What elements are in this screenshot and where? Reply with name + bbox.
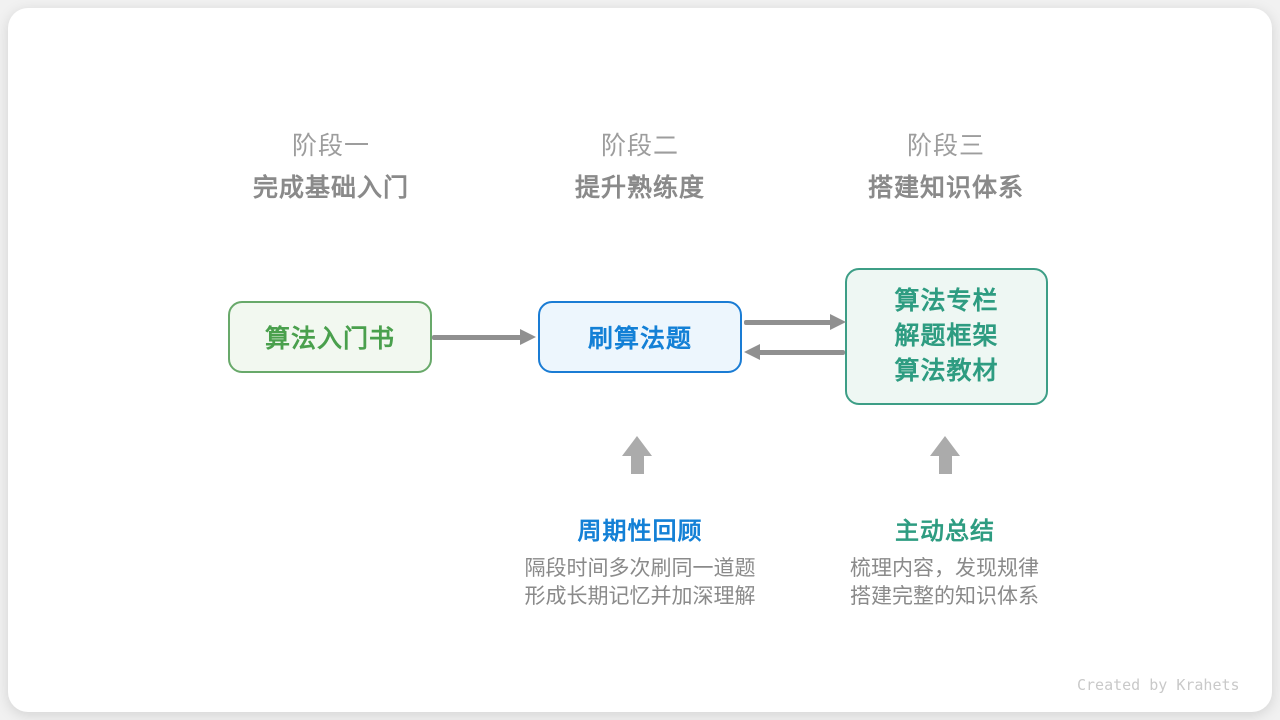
stage-1-subtitle: 完成基础入门 <box>252 174 409 202</box>
arrow-stage3-to-stage2-head <box>744 344 760 360</box>
annotation-periodic-review-title: 周期性回顾 <box>577 518 703 545</box>
stage-2-subtitle: 提升熟练度 <box>574 174 705 202</box>
stage-2-label: 阶段二 <box>600 132 679 160</box>
up-arrow-review-stem <box>630 456 644 474</box>
annotation-periodic-review-desc-line-2: 形成长期记忆并加深理解 <box>524 585 756 608</box>
up-arrow-summary-icon <box>930 436 960 456</box>
annotation-periodic-review-desc-line-1: 隔段时间多次刷同一道题 <box>524 557 756 580</box>
stage-1-label: 阶段一 <box>291 132 370 160</box>
node-intro-book: 算法入门书 <box>228 301 432 373</box>
diagram-card: 阶段一 完成基础入门 阶段二 提升熟练度 阶段三 搭建知识体系 算法入门书 刷算… <box>8 8 1272 712</box>
node-practice-problems-label: 刷算法题 <box>587 325 692 353</box>
arrow-stage1-to-stage2-shaft <box>432 334 522 340</box>
credit-text: Created by Krahets <box>1077 676 1240 694</box>
up-arrow-summary-stem <box>938 456 952 474</box>
annotation-summary-desc: 梳理内容，发现规律 搭建完整的知识体系 <box>850 555 1039 611</box>
node-resource-line-1: 算法专栏 <box>894 287 999 315</box>
arrow-stage2-to-stage3-shaft <box>744 319 832 325</box>
annotation-summary-desc-line-2: 搭建完整的知识体系 <box>850 585 1039 608</box>
node-practice-problems: 刷算法题 <box>538 301 742 373</box>
annotation-summary-title: 主动总结 <box>895 518 995 545</box>
node-resource-line-2: 解题框架 <box>894 322 999 350</box>
annotation-periodic-review-desc: 隔段时间多次刷同一道题 形成长期记忆并加深理解 <box>490 555 790 611</box>
arrow-stage2-to-stage3-head <box>830 314 846 330</box>
stage-3-label: 阶段三 <box>906 132 985 160</box>
up-arrow-review-icon <box>622 436 652 456</box>
node-resource-line-3: 算法教材 <box>894 357 999 385</box>
arrow-stage1-to-stage2-head <box>520 329 536 345</box>
annotation-summary-desc-line-1: 梳理内容，发现规律 <box>850 557 1039 580</box>
node-knowledge-resources: 算法专栏 解题框架 算法教材 <box>845 268 1048 405</box>
arrow-stage3-to-stage2-shaft <box>758 349 845 355</box>
stage-3-subtitle: 搭建知识体系 <box>867 174 1024 202</box>
node-intro-book-label: 算法入门书 <box>264 325 395 353</box>
